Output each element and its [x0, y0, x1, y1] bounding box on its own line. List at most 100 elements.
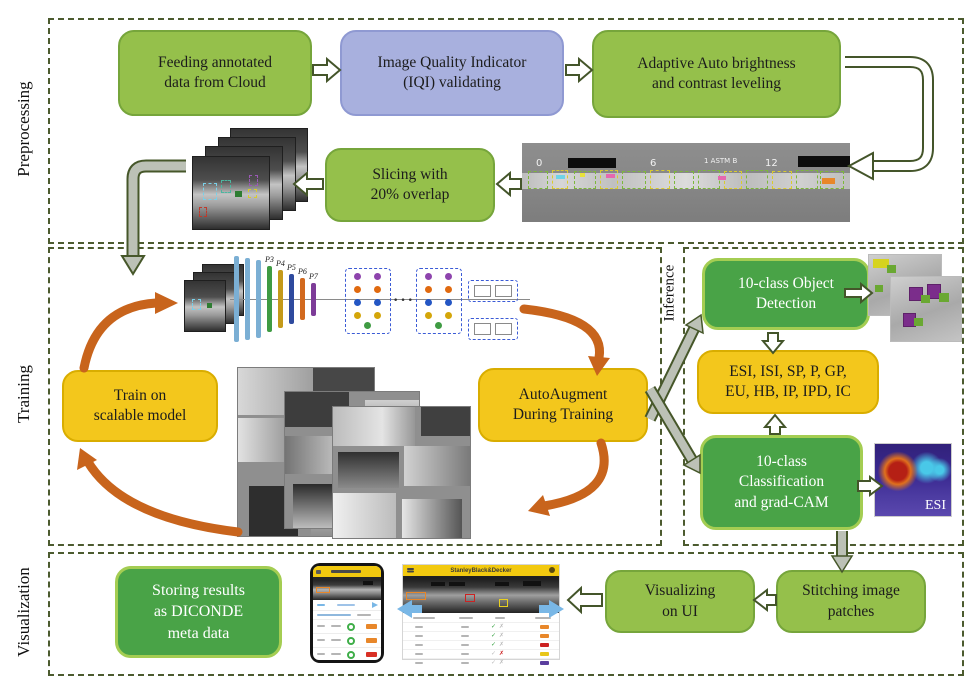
ui-table-row: ✓ ✗	[403, 659, 559, 667]
cross-icon: ✗	[499, 623, 505, 630]
bifpn-node	[354, 273, 361, 280]
weld-annotation	[746, 170, 768, 189]
patch	[404, 446, 470, 486]
phone-list-item	[313, 620, 381, 634]
user-icon	[549, 567, 555, 573]
weld-annotation	[820, 171, 844, 189]
level-label-p4: P4	[276, 259, 285, 268]
header-text	[459, 617, 473, 619]
phone-subnav-text	[317, 614, 351, 616]
bifpn-node	[354, 286, 361, 293]
bifpn-node	[374, 299, 381, 306]
level-label-p3: P3	[265, 255, 274, 264]
weld-marker-astm: 1 ASTM B	[704, 157, 738, 165]
item-text	[317, 639, 325, 641]
phone-annotation	[363, 581, 373, 585]
cell-text	[461, 635, 469, 637]
ui-table-row: ✓ ✗	[403, 623, 559, 632]
header-text	[413, 617, 435, 619]
detection-mark	[873, 259, 889, 268]
class-badge	[540, 625, 549, 629]
phone-header	[313, 566, 381, 577]
header-text	[495, 617, 505, 619]
defect-badge	[366, 652, 377, 657]
bifpn-node	[445, 299, 452, 306]
check-icon: ✓	[491, 650, 497, 657]
slice-annotation	[199, 207, 207, 217]
visualization-label: Visualization	[14, 567, 33, 657]
weld-annotation	[796, 170, 818, 189]
nn-input-slice	[184, 280, 226, 332]
ui-film-bar	[449, 582, 465, 586]
weld-annotation	[724, 171, 742, 189]
weld-annotation	[772, 171, 792, 189]
conv-box	[474, 285, 491, 297]
patch	[401, 498, 462, 538]
efficientdet-architecture: P3 P4 P5 P6 P7 ···	[184, 250, 530, 356]
conv-box	[495, 285, 512, 297]
box-head-block	[468, 318, 518, 340]
backbone-bar	[234, 256, 239, 342]
weld-annotation	[622, 171, 646, 189]
cross-icon: ✗	[499, 650, 505, 657]
cross-icon: ✗	[499, 659, 505, 666]
ui-annotation	[499, 599, 508, 607]
patch	[420, 407, 470, 436]
ui-table-header	[403, 613, 559, 623]
defect-speck	[822, 178, 835, 184]
ui-weld-image	[403, 576, 559, 613]
preprocessing-section-frame	[48, 18, 964, 244]
ellipsis: ···	[393, 292, 416, 309]
defect-badge	[366, 624, 377, 629]
slice-annotation	[203, 183, 217, 200]
patch	[338, 451, 399, 489]
slice-annotation	[248, 189, 257, 198]
slice-layer	[192, 156, 270, 230]
phone-subnav-row	[313, 611, 381, 620]
bifpn-node	[374, 273, 381, 280]
backbone-bar-p4	[278, 270, 283, 328]
cell-text	[461, 644, 469, 646]
bifpn-node	[374, 286, 381, 293]
cell-text	[415, 662, 423, 664]
detection-mark	[875, 285, 883, 292]
phone-nav-row	[313, 600, 381, 611]
slicing-box: Slicing with 20% overlap	[325, 148, 495, 222]
cell-text	[415, 644, 423, 646]
header-text	[535, 617, 551, 619]
check-icon: ✓	[491, 659, 497, 666]
bifpn-node	[435, 322, 442, 329]
ui-film-bar	[523, 581, 541, 586]
autoaugment-box: AutoAugment During Training	[478, 368, 648, 442]
ui-table-row: ✓ ✗	[403, 650, 559, 659]
backbone-bar	[256, 260, 261, 338]
item-text	[331, 625, 341, 627]
weld-marker-0: 0	[536, 158, 543, 169]
class-badge	[540, 661, 549, 665]
preprocessing-label: Preprocessing	[14, 81, 33, 177]
adaptive-box: Adaptive Auto brightness and contrast le…	[592, 30, 841, 118]
bifpn-node	[445, 312, 452, 319]
ui-title: StanleyBlack&Decker	[450, 567, 512, 574]
cell-text	[461, 662, 469, 664]
detection-result-image	[890, 276, 962, 342]
bifpn-block	[416, 268, 462, 334]
backbone-bar	[245, 258, 250, 340]
conv-box	[474, 323, 491, 335]
ui-table-row: ✓ ✗	[403, 632, 559, 641]
defect-speck	[718, 176, 726, 180]
bifpn-node	[425, 273, 432, 280]
patch	[333, 407, 416, 447]
classification-box: 10-class Classification and grad-CAM	[700, 435, 863, 530]
weld-annotation	[552, 170, 568, 189]
check-icon: ✓	[491, 641, 497, 648]
check-icon: ✓	[491, 632, 497, 639]
hamburger-icon	[407, 568, 414, 570]
item-text	[317, 625, 325, 627]
phone-title-text	[331, 570, 361, 573]
stitching-box: Stitching image patches	[776, 570, 926, 633]
visualization-section-frame	[48, 552, 964, 676]
conv-box	[495, 323, 512, 335]
level-label-p5: P5	[287, 263, 296, 272]
